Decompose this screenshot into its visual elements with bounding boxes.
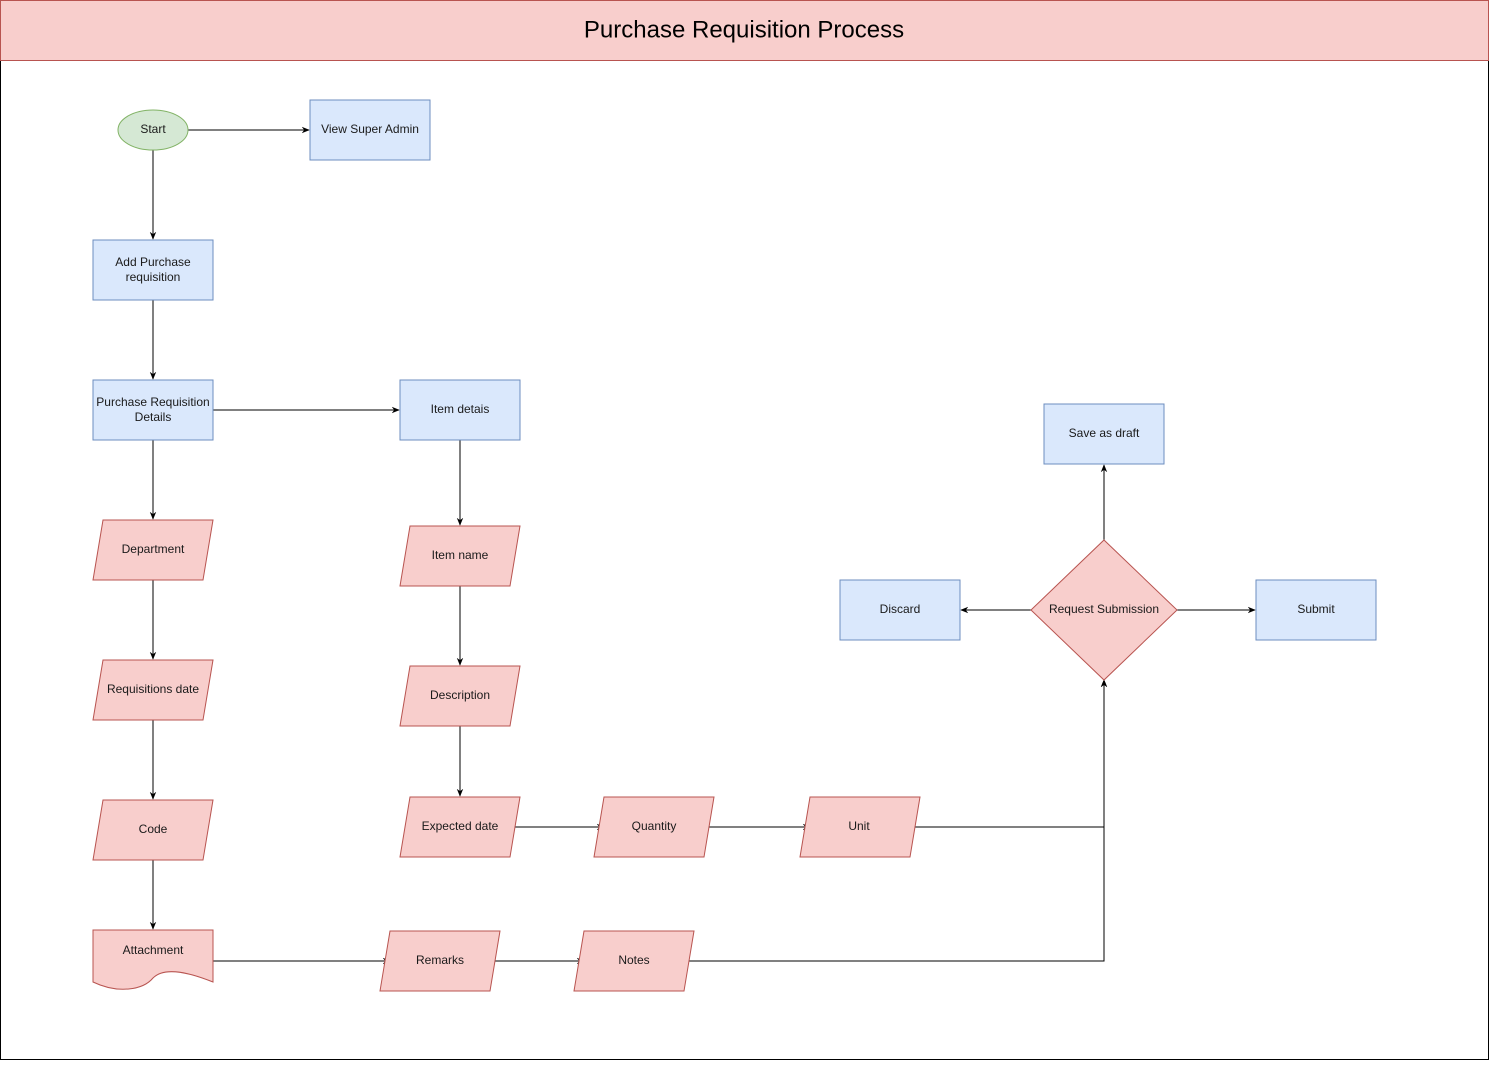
node-remarks[interactable]: Remarks	[379, 930, 501, 992]
unit-label: Unit	[848, 819, 870, 833]
node-add-purchase-requisition[interactable]: Add Purchase requisition	[92, 239, 214, 301]
node-item-name[interactable]: Item name	[399, 525, 521, 587]
node-unit[interactable]: Unit	[799, 796, 921, 858]
node-purchase-requisition-details[interactable]: Purchase Requisition Details	[92, 379, 214, 441]
remarks-parallelogram-shape	[379, 930, 501, 992]
view-super-admin-shape	[309, 99, 431, 161]
item-details-shape	[399, 379, 521, 441]
expected-date-label: Expected date	[422, 819, 499, 833]
attachment-document-shape	[92, 929, 214, 990]
node-expected-date[interactable]: Expected date	[399, 796, 521, 858]
code-label: Code	[139, 822, 168, 836]
submit-label: Submit	[1297, 602, 1335, 616]
department-parallelogram-shape	[92, 519, 214, 581]
node-department[interactable]: Department	[92, 519, 214, 581]
node-code[interactable]: Code	[92, 799, 214, 861]
item-name-parallelogram-shape	[399, 525, 521, 587]
node-item-details[interactable]: Item detais	[399, 379, 521, 441]
requisitions-date-parallelogram-shape	[92, 659, 214, 721]
purchase-requisition-details-label-line2: Details	[135, 410, 172, 424]
node-requisitions-date[interactable]: Requisitions date	[92, 659, 214, 721]
node-quantity[interactable]: Quantity	[593, 796, 715, 858]
submit-shape	[1255, 579, 1377, 641]
node-submit[interactable]: Submit	[1255, 579, 1377, 641]
node-start[interactable]: Start	[117, 109, 189, 151]
request-submission-diamond-shape	[1030, 539, 1178, 681]
node-attachment[interactable]: Attachment	[92, 929, 214, 990]
description-parallelogram-shape	[399, 665, 521, 727]
node-view-super-admin[interactable]: View Super Admin	[309, 99, 431, 161]
start-ellipse-shape	[117, 109, 189, 151]
save-as-draft-label: Save as draft	[1069, 426, 1140, 440]
add-purchase-requisition-label-line1: Add Purchase	[115, 255, 191, 269]
request-submission-label: Request Submission	[1049, 602, 1159, 616]
title-bar-background	[0, 0, 1489, 61]
remarks-label: Remarks	[416, 953, 464, 967]
node-notes[interactable]: Notes	[573, 930, 695, 992]
unit-parallelogram-shape	[799, 796, 921, 858]
title-bar: Purchase Requisition Process	[0, 0, 1489, 61]
purchase-requisition-details-label-line1: Purchase Requisition	[96, 395, 209, 409]
node-save-as-draft[interactable]: Save as draft	[1043, 403, 1165, 465]
discard-shape	[839, 579, 961, 641]
item-details-label: Item detais	[431, 402, 490, 416]
requisitions-date-label: Requisitions date	[107, 682, 199, 696]
notes-parallelogram-shape	[573, 930, 695, 992]
purchase-requisition-details-shape	[92, 379, 214, 441]
attachment-label: Attachment	[123, 943, 184, 957]
notes-label: Notes	[618, 953, 649, 967]
description-label: Description	[430, 688, 490, 702]
node-description[interactable]: Description	[399, 665, 521, 727]
quantity-parallelogram-shape	[593, 796, 715, 858]
diagram-title: Purchase Requisition Process	[584, 16, 904, 43]
code-parallelogram-shape	[92, 799, 214, 861]
save-as-draft-shape	[1043, 403, 1165, 465]
start-label: Start	[140, 122, 166, 136]
add-purchase-requisition-shape	[92, 239, 214, 301]
add-purchase-requisition-label-line2: requisition	[126, 270, 181, 284]
expected-date-parallelogram-shape	[399, 796, 521, 858]
department-label: Department	[122, 542, 185, 556]
quantity-label: Quantity	[632, 819, 677, 833]
edge-notes-to-request-submission	[684, 679, 1108, 962]
node-request-submission[interactable]: Request Submission	[1030, 539, 1178, 681]
edges	[149, 126, 1256, 965]
discard-label: Discard	[880, 602, 921, 616]
view-super-admin-label: View Super Admin	[321, 122, 419, 136]
item-name-label: Item name	[432, 548, 489, 562]
node-discard[interactable]: Discard	[839, 579, 961, 641]
